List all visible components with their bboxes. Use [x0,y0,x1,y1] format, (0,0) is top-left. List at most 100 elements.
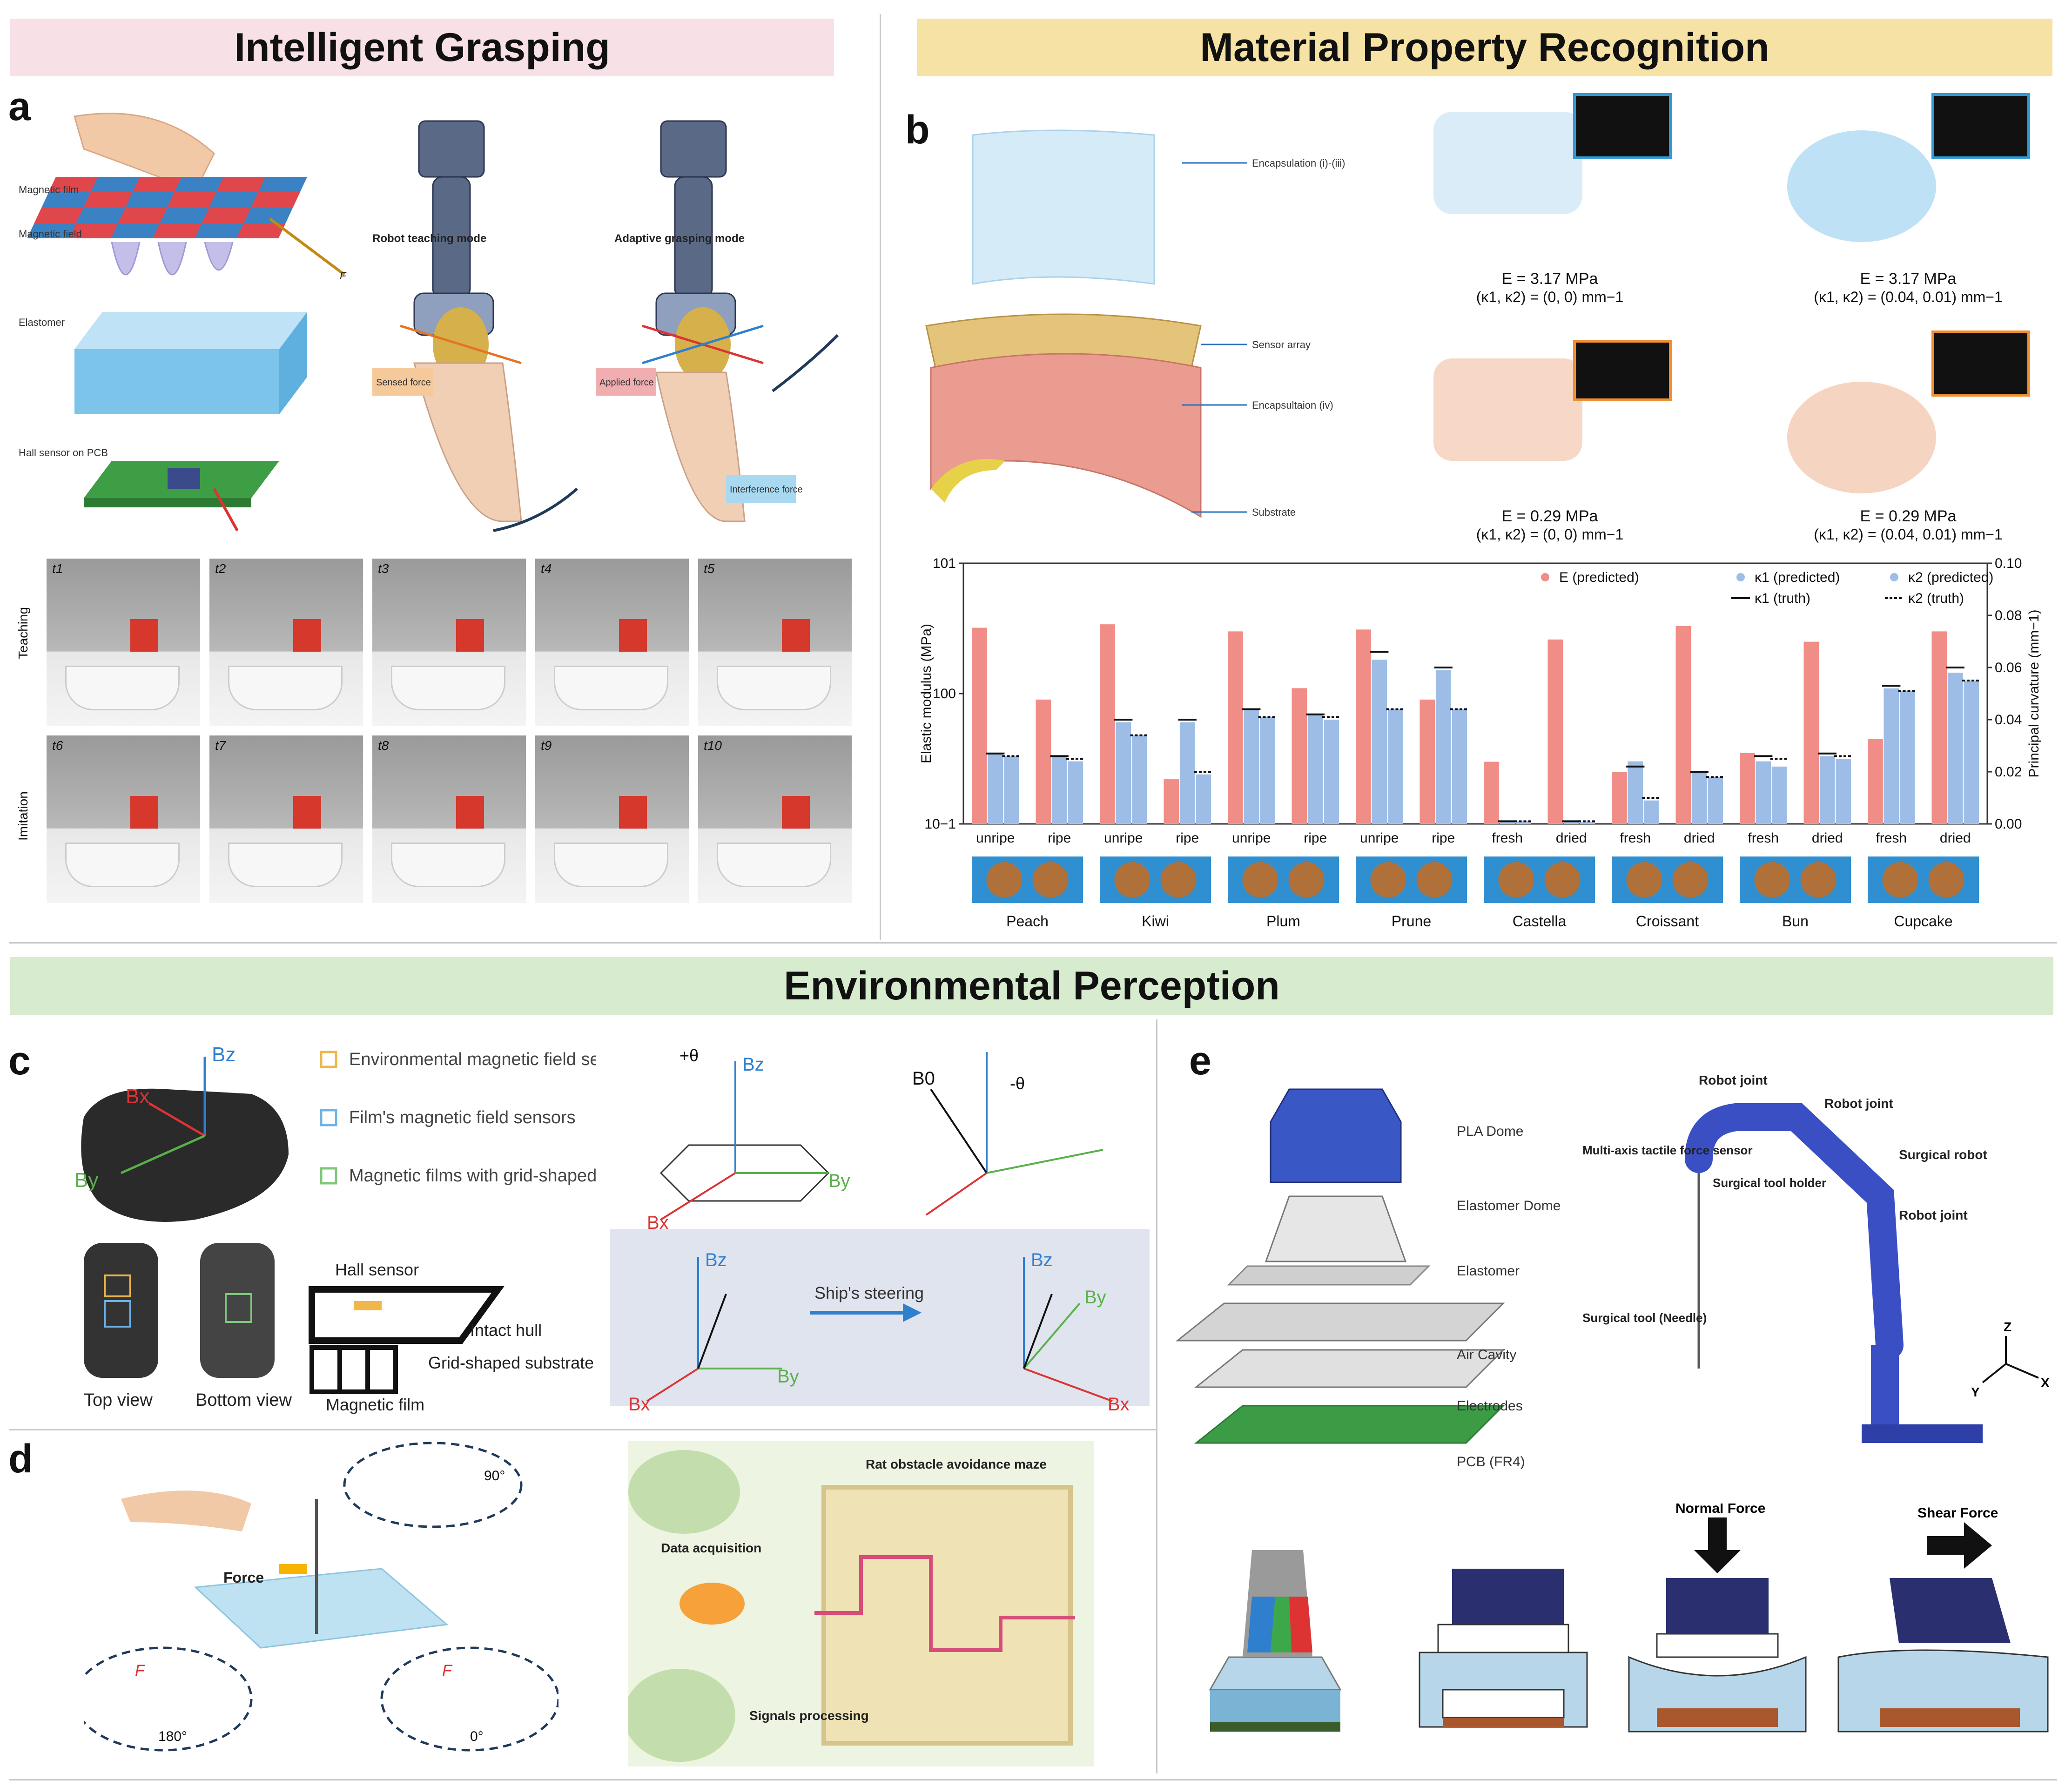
photo-frame: t2 [209,559,363,726]
food-item [1754,862,1790,897]
legend-entry: κ1 (predicted) [1755,570,1840,585]
bar-E [1164,779,1179,824]
frame-time-label: t8 [378,738,389,753]
panel-a-robot-modes: Robot teaching mode Adaptive grasping mo… [372,120,839,532]
finger-card-4: E = 0.29 MPa (κ1, κ2) = (0.04, 0.01) mm−… [1778,330,2038,545]
red-box-object [456,619,484,652]
layer-label-hall-sensor: Hall sensor on PCB [19,447,108,459]
food-item [1242,862,1278,897]
bar-k2 [1196,774,1211,824]
bar-k2 [1643,800,1659,824]
y-tick-label: 10−1 [924,816,956,832]
legend-entry: κ2 (predicted) [1908,570,1993,585]
encapsulation-iv-layer [930,353,1202,518]
label-ships-steering: Ship's steering [814,1283,924,1302]
label-top-view: Top view [84,1390,153,1410]
panel-e-force-modes: Normal Force Shear Force [1209,1504,2049,1733]
bar-E [1356,629,1371,824]
photo-frame: t5 [698,559,852,726]
cup-object [228,666,343,710]
label-elastomer: Elastomer [1457,1263,1520,1279]
label-interference-force: Interference force [730,485,803,495]
sample-photo-curved-stiff [1931,93,2030,159]
finger-2-curvature: (κ1, κ2) = (0.04, 0.01) mm−1 [1814,289,2003,305]
red-box-object [619,796,647,829]
bar-E [1931,631,1947,824]
cup-object [717,666,831,710]
sensor-plate [194,1568,449,1649]
force-arrow [269,217,345,276]
hand-illustration [121,1490,251,1531]
label-force: Force [223,1569,264,1586]
legend-film-sensors: Film's magnetic field sensors [349,1108,576,1127]
cross-section-shear: Shear Force [1837,1505,2049,1733]
red-box-object [782,796,810,829]
panel-a-sensor-diagram: Magnetic film Magnetic field Elastomer H… [19,113,347,532]
finger-4-modulus: E = 0.29 MPa [1860,507,1957,525]
finger-illustration-flat-stiff [1433,112,1582,214]
bar-k1 [1819,756,1835,824]
steer-bx-3: Bx [1108,1394,1130,1415]
steer-bz-1: Bz [742,1054,764,1075]
y-axis-label: Elastic modulus (MPa) [919,624,934,763]
layer-label-magnetic-film: Magnetic film [19,184,79,196]
finger-3-curvature: (κ1, κ2) = (0, 0) mm−1 [1476,526,1624,543]
bar-k2 [1324,720,1339,824]
bar-k1 [1307,714,1323,824]
y2-tick-label: 0.08 [1995,608,2022,623]
y-tick-label: 101 [933,556,956,571]
food-item [1160,862,1197,897]
air-cavity-layer [1194,1349,1505,1388]
red-box-object [130,796,158,829]
frame-time-label: t5 [704,561,715,576]
bar-E [972,627,987,824]
label-bottom-view: Bottom view [195,1390,292,1410]
finger-card-1: E = 3.17 MPa (κ1, κ2) = (0, 0) mm−1 [1424,93,1685,312]
bar-E [1675,626,1691,824]
finger-1-modulus: E = 3.17 MPa [1501,270,1598,288]
panel-c-steering-diagram: Bz Bx By +θ -θ B0 Ship's steering Bz Bx … [610,1046,1150,1415]
axis-y: Y [1971,1385,1980,1399]
bar-k1 [1628,761,1643,824]
label-sensor-array: Sensor array [1252,339,1311,351]
bar-E [1419,699,1435,824]
cup-object [391,843,505,887]
robot-arm-right [655,120,736,336]
label-intact-hull: Intact hull [470,1321,542,1340]
human-hand-right [655,371,746,522]
bar-k2 [1452,709,1467,824]
red-box-object [619,619,647,652]
cup-object [391,666,505,710]
label-pla-dome: PLA Dome [1457,1124,1523,1139]
label-applied-force: Applied force [599,378,654,388]
bar-k2 [1068,761,1083,824]
elastomer-block [74,312,307,414]
axis-label-bz: Bz [212,1043,235,1066]
cup-object [65,666,180,710]
frame-time-label: t7 [215,738,226,753]
legend-entry: κ1 (truth) [1755,591,1810,606]
cup-object [717,843,831,887]
bar-k1 [1372,660,1387,824]
x-tick-label: ripe [1304,830,1327,846]
cup-object [554,843,668,887]
bar-E [1228,631,1243,824]
sample-photo-flat-stiff [1573,93,1672,159]
panel-e-sensor-stack: PLA Dome Elastomer Dome Elastomer Air Ca… [1175,1088,1561,1470]
row-label-imitation: Imitation [16,791,30,841]
encapsulation-layer [972,129,1155,285]
pcb-layer [1194,1405,1505,1444]
label-maze-title: Rat obstacle avoidance maze [866,1457,1047,1471]
label-encapsulation-iv: Encapsultaion (iv) [1252,399,1333,411]
food-item [1626,862,1662,897]
finger-illustration-flat-soft [1433,358,1582,461]
bar-k1 [1435,670,1451,824]
steer-bz-2: Bz [705,1250,727,1270]
panel-label-e: e [1189,1038,1211,1083]
bar-E [1547,639,1563,824]
bar-k1 [1116,722,1131,824]
label-electrodes: Electrodes [1457,1398,1523,1414]
food-group-label: Plum [1266,913,1300,930]
food-group-label: Kiwi [1142,913,1169,930]
